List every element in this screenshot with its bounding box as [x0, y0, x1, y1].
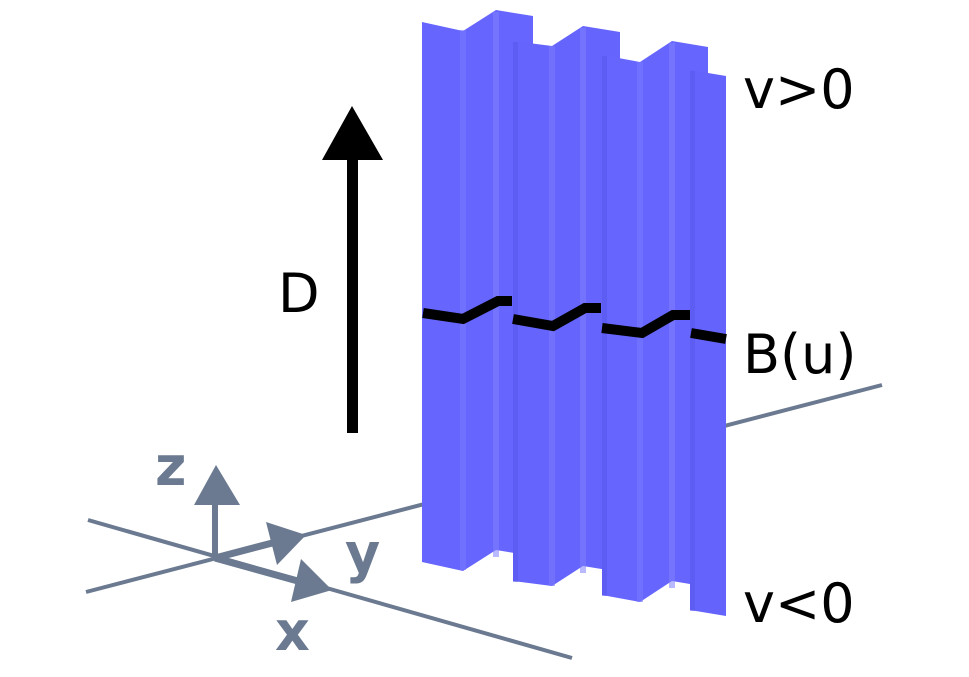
surface-segment: [513, 26, 620, 586]
label-axis-z: z: [155, 435, 186, 498]
y-axis-arrow: [214, 537, 281, 562]
corrugated-surface: [422, 10, 726, 616]
x-axis-arrow: [214, 554, 306, 587]
label-d: D: [278, 262, 320, 325]
y-arrowhead-icon: [266, 522, 306, 565]
label-b-u: B(u): [743, 323, 856, 386]
surface-segment: [422, 10, 533, 571]
d-arrow: [322, 106, 383, 433]
x-arrowhead-icon: [291, 559, 332, 602]
label-v-negative: v<0: [743, 572, 855, 635]
axes-triad: [194, 465, 332, 602]
surface-segment: [690, 70, 726, 616]
z-arrowhead-icon: [194, 465, 240, 505]
label-v-positive: v>0: [743, 58, 855, 121]
b-curve: [422, 296, 727, 344]
label-axis-x: x: [275, 600, 310, 663]
label-axis-y: y: [345, 522, 380, 585]
